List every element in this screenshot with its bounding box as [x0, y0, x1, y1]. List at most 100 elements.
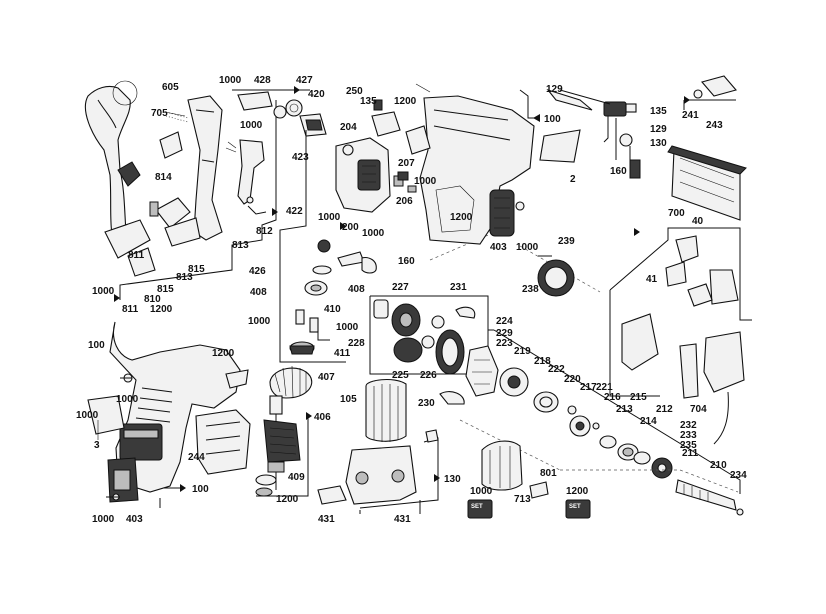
set-badge-1200: [565, 499, 591, 519]
callout: 100: [192, 484, 209, 495]
callout: 408: [348, 284, 365, 295]
callout: 233: [680, 430, 697, 441]
trigger-switch: [225, 139, 267, 215]
side-clip: [225, 369, 249, 389]
callout: 214: [640, 416, 657, 427]
callout: 810: [144, 294, 161, 305]
callout: 815: [188, 264, 205, 275]
callout: 238: [522, 284, 539, 295]
callout: 231: [450, 282, 467, 293]
callout: 215: [630, 392, 647, 403]
callout: 222: [548, 364, 565, 375]
callout: 1000: [219, 75, 242, 86]
callout: 230: [418, 398, 435, 409]
callout: 431: [318, 514, 335, 525]
handle-shell-right: [149, 95, 223, 247]
callout: 225: [392, 370, 409, 381]
callout: 1000: [470, 486, 493, 497]
callout: 811: [122, 304, 139, 315]
callout: 1200: [450, 212, 473, 223]
callout: 813: [232, 240, 249, 251]
callout: 129: [546, 84, 563, 95]
callout: 229: [496, 328, 513, 339]
callout: 41: [646, 274, 658, 285]
callout: 403: [490, 242, 507, 253]
spindle: [675, 479, 744, 516]
callout: 2: [570, 174, 576, 185]
callout: 1000: [76, 410, 99, 421]
callout: 811: [128, 250, 145, 261]
callout: 135: [360, 96, 377, 107]
callout: 605: [162, 82, 179, 93]
callout: 426: [249, 266, 266, 277]
callout: 1200: [394, 96, 417, 107]
callout: 232: [680, 420, 697, 431]
callout: 409: [288, 472, 305, 483]
callout: 1000: [92, 514, 115, 525]
callout: 700: [668, 208, 685, 219]
callout: 250: [346, 86, 363, 97]
callout: 1000: [92, 286, 115, 297]
callout: 223: [496, 338, 513, 349]
callout: 212: [656, 404, 673, 415]
callout: 1200: [212, 348, 235, 359]
callout: 1000: [240, 120, 263, 131]
armature: [255, 395, 301, 497]
gearbox-housing: [109, 321, 251, 493]
callout: 40: [692, 216, 704, 227]
callout: 227: [392, 282, 409, 293]
callout: 3: [94, 440, 100, 451]
callout: 130: [444, 474, 461, 485]
callout: 1000: [116, 394, 139, 405]
callout: 241: [682, 110, 699, 121]
callout: 1200: [566, 486, 589, 497]
callout: 100: [544, 114, 561, 125]
set-badge-label: SET: [569, 504, 581, 510]
callout: 1000: [414, 176, 437, 187]
callout: 423: [292, 152, 309, 163]
callout: 403: [126, 514, 143, 525]
callout: 427: [296, 75, 313, 86]
callout: 1000: [516, 242, 539, 253]
callout: 135: [650, 106, 667, 117]
callout: 130: [650, 138, 667, 149]
callout: 204: [340, 122, 357, 133]
callout: 410: [324, 304, 341, 315]
callout: 224: [496, 316, 513, 327]
callout: 431: [394, 514, 411, 525]
callout: 705: [151, 108, 168, 119]
callout: 1000: [318, 212, 341, 223]
callout: 200: [342, 222, 359, 233]
callout: 1000: [248, 316, 271, 327]
callout: 812: [256, 226, 273, 237]
callout: 105: [340, 394, 357, 405]
callout: 1000: [336, 322, 359, 333]
arrow-markers: [114, 86, 690, 492]
callout: 814: [155, 172, 172, 183]
callout: 100: [88, 340, 105, 351]
callout: 129: [650, 124, 667, 135]
chuck-ring: [537, 259, 575, 297]
set-badge-label: SET: [471, 504, 483, 510]
callout: 244: [188, 452, 205, 463]
callout: 704: [690, 404, 707, 415]
callout: 813: [176, 272, 193, 283]
callout: 226: [420, 370, 437, 381]
callout: 239: [558, 236, 575, 247]
callout: 713: [514, 494, 531, 505]
callout: 801: [540, 468, 557, 479]
callout: 160: [610, 166, 627, 177]
callout: 243: [706, 120, 723, 131]
belt-clip: [693, 75, 737, 99]
callout: 219: [514, 346, 531, 357]
callout: 228: [348, 338, 365, 349]
callout: 407: [318, 372, 335, 383]
battery-plate: [87, 395, 139, 503]
callout: 213: [616, 404, 633, 415]
callout: 815: [157, 284, 174, 295]
callout: 234: [730, 470, 747, 481]
callout: 408: [250, 287, 267, 298]
callout: 221: [596, 382, 613, 393]
